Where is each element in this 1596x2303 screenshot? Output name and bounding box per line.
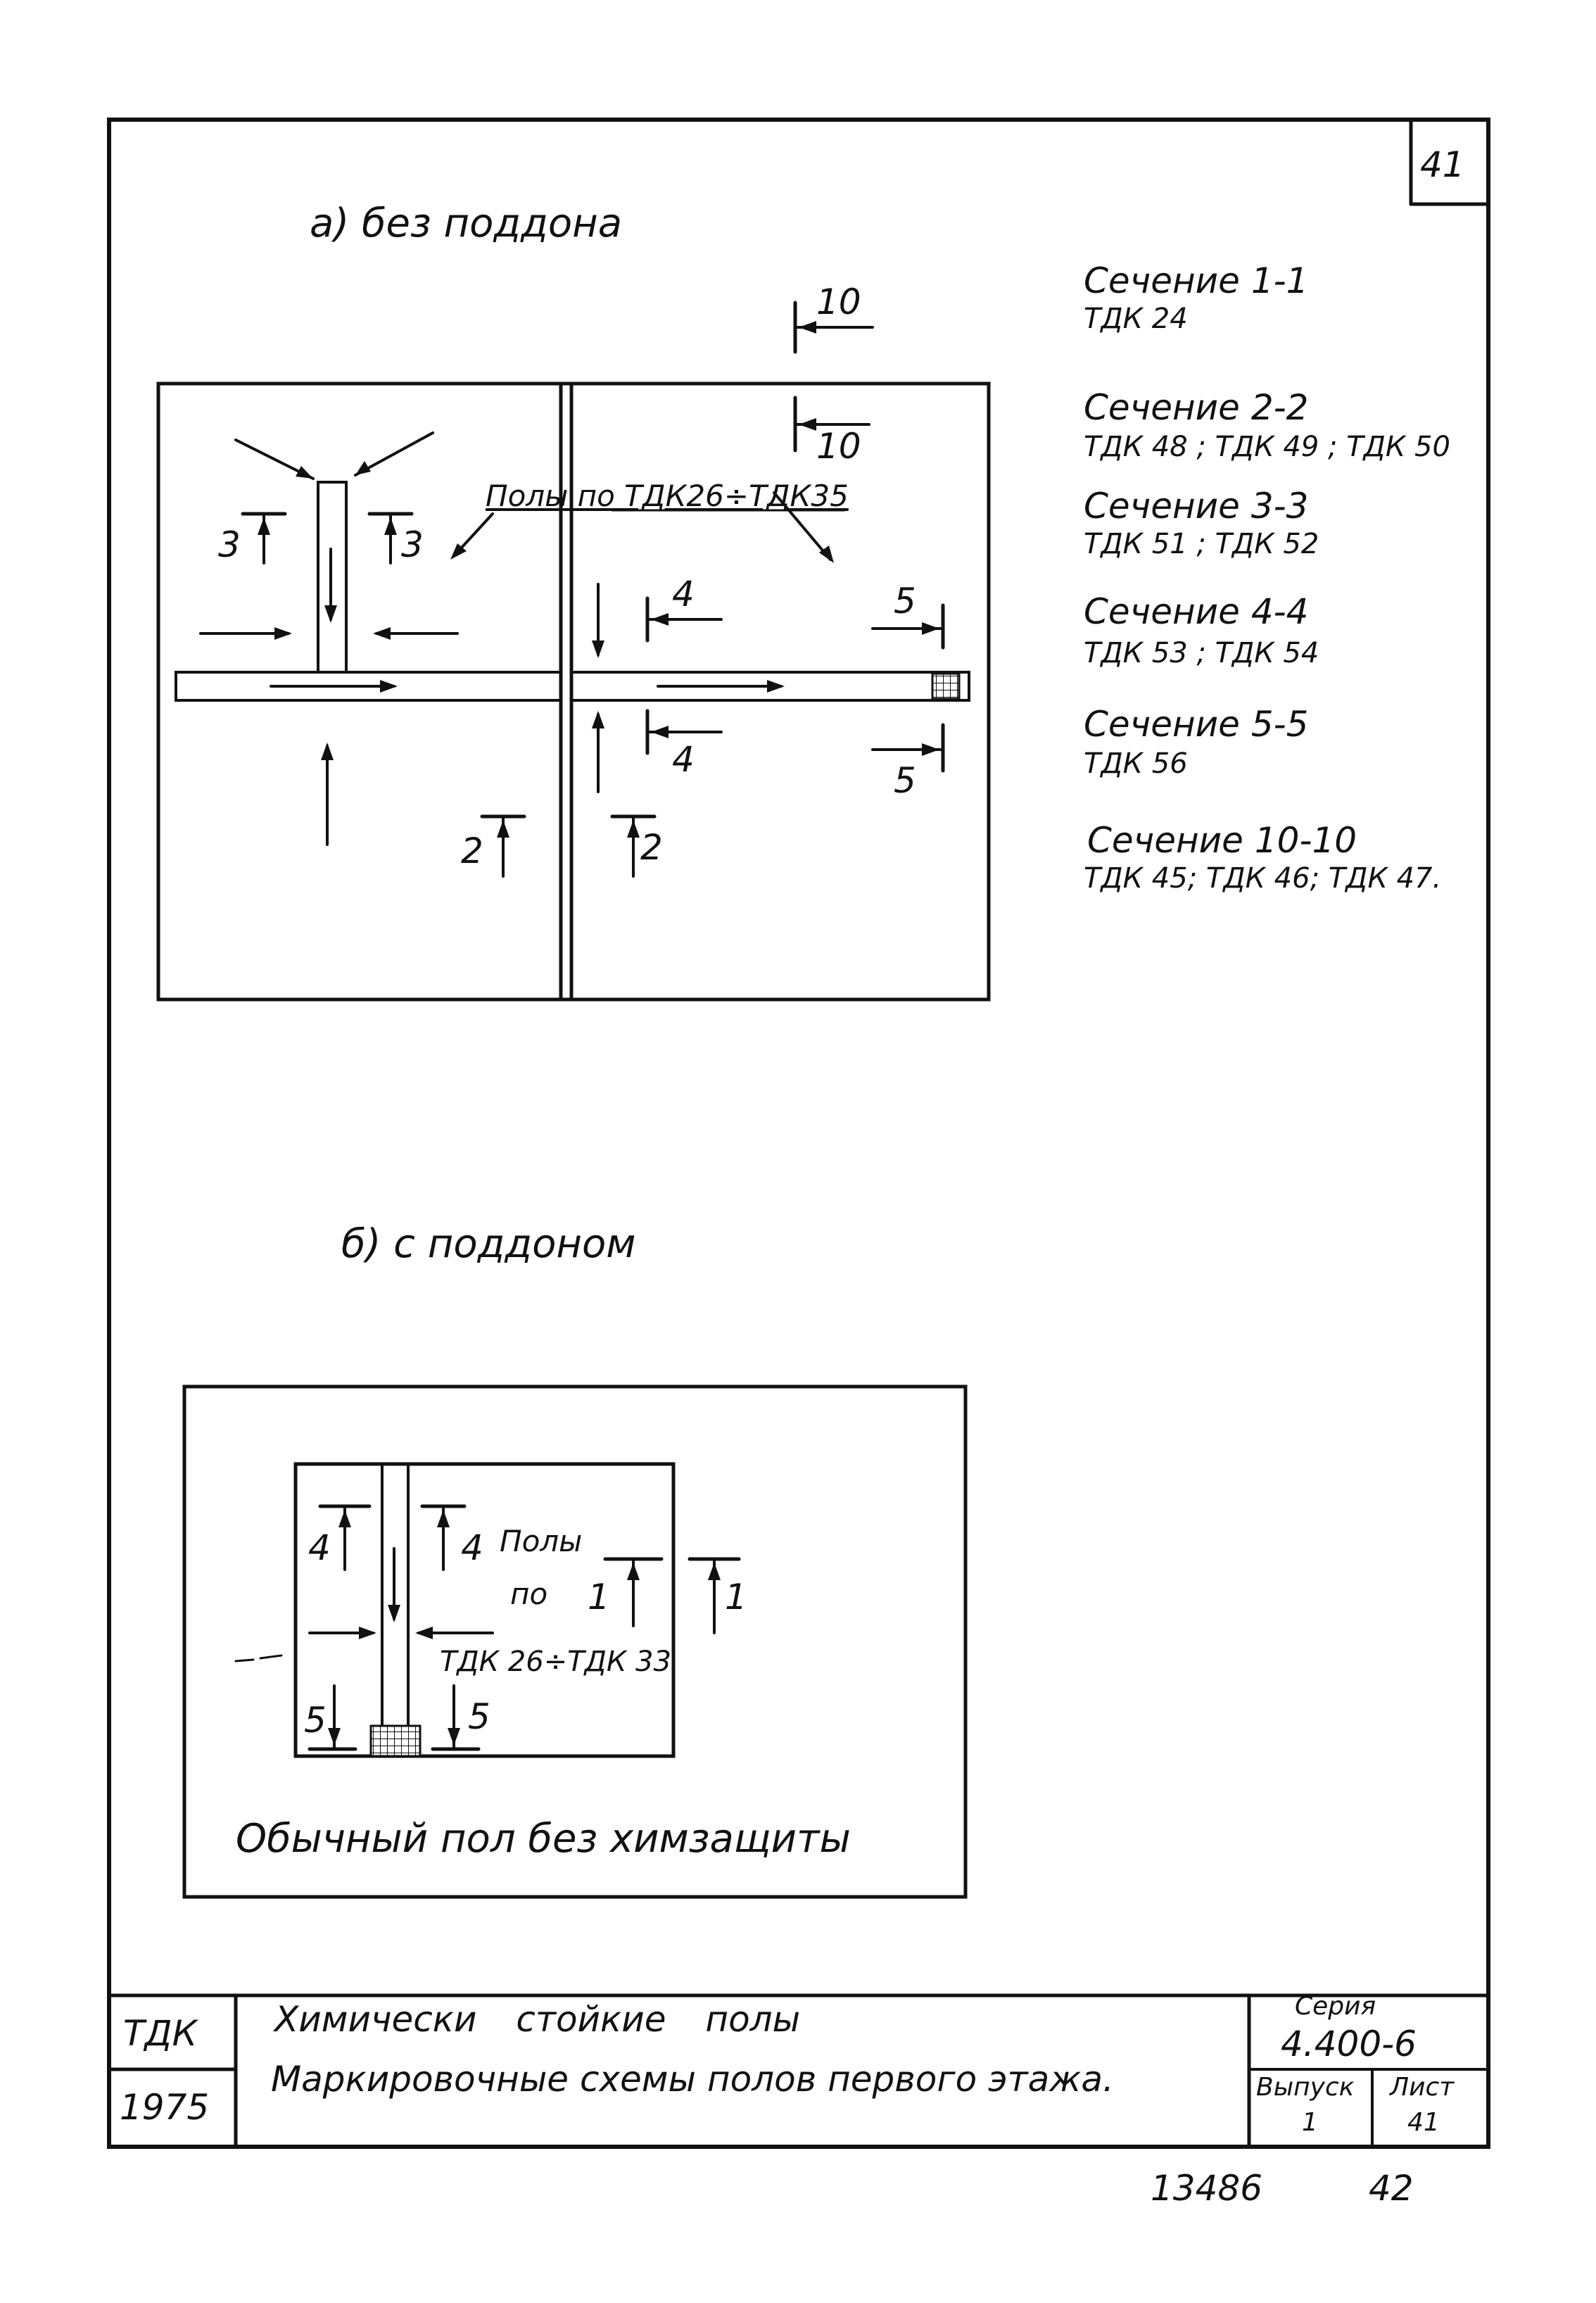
plan-a-drain-grate xyxy=(931,672,961,700)
title-block-sheet-value: 41 xyxy=(1407,2108,1440,2137)
title-block-issue-label: Выпуск xyxy=(1256,2073,1355,2102)
title-block-title-line1: Химически стойкие полы xyxy=(274,1999,801,2040)
mark-5-b-left: 5 xyxy=(304,1700,327,1741)
mark-1-b-left: 1 xyxy=(588,1577,610,1617)
footer-page-number: 42 xyxy=(1369,2168,1414,2209)
section-10-codes: ТДК 45; ТДК 46; ТДК 47. xyxy=(1084,862,1442,895)
plan-b-outer xyxy=(182,1384,968,1899)
title-block-org: ТДК xyxy=(123,2013,198,2054)
mark-4-b-right: 4 xyxy=(461,1527,483,1568)
plan-a-outline xyxy=(156,381,991,1002)
plan-b-slope-arrows xyxy=(234,1547,494,1662)
title-block-title-line2: Маркировочные схемы полов первого этажа. xyxy=(271,2059,1114,2100)
mark-5-bottom: 5 xyxy=(894,760,916,801)
sheet-frame xyxy=(107,118,1490,2149)
mark-4-b-left: 4 xyxy=(308,1527,331,1568)
section-1-title: Сечение 1-1 xyxy=(1084,260,1309,301)
mark-4-top: 4 xyxy=(672,574,695,614)
section-4-title: Сечение 4-4 xyxy=(1084,591,1309,632)
title-block-year: 1975 xyxy=(120,2087,210,2128)
footer-inventory-number: 13486 xyxy=(1151,2168,1263,2209)
mark-1-b-right: 1 xyxy=(725,1577,747,1617)
title-block-series-label: Серия xyxy=(1295,1992,1376,2021)
part-b-bottom-text: Обычный пол без химзащиты xyxy=(236,1816,851,1862)
section-2-title: Сечение 2-2 xyxy=(1084,387,1309,428)
part-b-note-line1: Полы xyxy=(500,1524,583,1558)
plan-a-vertical-channel xyxy=(317,481,348,674)
mark-10-bottom: 10 xyxy=(816,426,861,467)
plan-b-arrowheads xyxy=(359,1605,433,1639)
title-block-series-value: 4.400-6 xyxy=(1281,2024,1417,2064)
plan-a-channel-right xyxy=(570,671,970,702)
section-5-codes: ТДК 56 xyxy=(1084,747,1188,780)
mark-2-right: 2 xyxy=(640,827,663,868)
mark-3-left: 3 xyxy=(218,524,241,565)
title-block-issue-value: 1 xyxy=(1302,2108,1318,2137)
part-b-heading: б) с поддоном xyxy=(341,1221,636,1267)
section-mark-arrowheads-b xyxy=(328,1510,721,1746)
section-mark-arrowheads-a xyxy=(258,321,939,838)
plan-a-arrowheads xyxy=(274,461,834,760)
mark-3-right: 3 xyxy=(401,524,424,565)
part-b-note-line2: по xyxy=(510,1577,548,1611)
section-marks-a xyxy=(241,301,945,878)
plan-a-channel-left xyxy=(175,671,562,702)
mark-2-left: 2 xyxy=(461,831,483,871)
plan-b-drain-grate xyxy=(369,1724,422,1758)
mark-5-b-right: 5 xyxy=(468,1696,490,1737)
section-1-codes: ТДК 24 xyxy=(1084,303,1188,335)
part-a-floor-note: Полы по ТДК26÷ТДК35 xyxy=(486,479,849,513)
section-3-title: Сечение 3-3 xyxy=(1084,486,1309,526)
mark-5-top: 5 xyxy=(894,581,916,622)
section-3-codes: ТДК 51 ; ТДК 52 xyxy=(1084,528,1319,560)
plan-b-pallet xyxy=(293,1462,676,1758)
section-5-title: Сечение 5-5 xyxy=(1084,704,1309,745)
mark-4-bottom: 4 xyxy=(672,739,695,780)
part-b-note-line3: ТДК 26÷ТДК 33 xyxy=(440,1646,671,1678)
part-a-heading: а) без поддона xyxy=(310,201,623,246)
section-2-codes: ТДК 48 ; ТДК 49 ; ТДК 50 xyxy=(1084,431,1450,463)
title-block-lines xyxy=(107,1993,1490,2149)
section-10-title: Сечение 10-10 xyxy=(1087,820,1357,861)
sheet-number-label: 41 xyxy=(1420,144,1465,185)
mark-10-top: 10 xyxy=(816,282,861,322)
section-4-codes: ТДК 53 ; ТДК 54 xyxy=(1084,637,1319,669)
title-block-sheet-label: Лист xyxy=(1390,2073,1455,2102)
